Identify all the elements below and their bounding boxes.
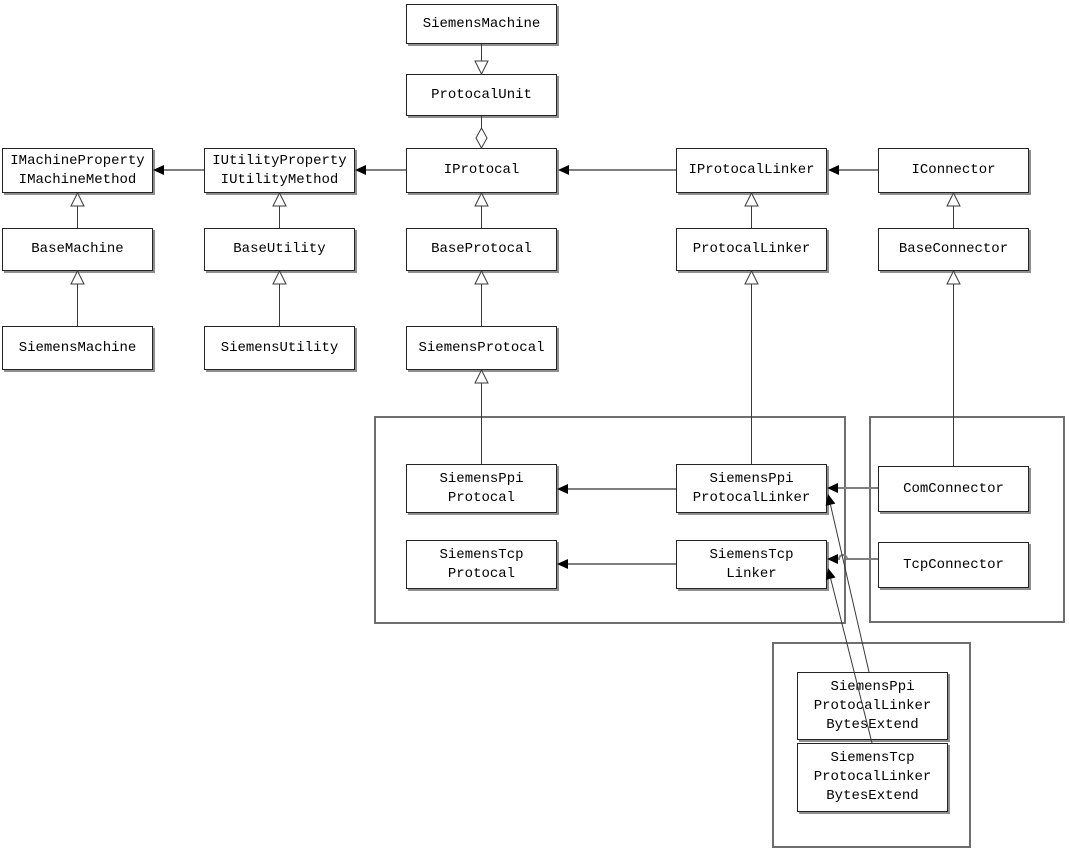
class-name-label: SiemensPpi ProtocalLinker	[692, 470, 811, 506]
class-box-i_utility: IUtilityProperty IUtilityMethod	[204, 148, 355, 193]
class-box-i_machine: IMachineProperty IMachineMethod	[2, 148, 153, 193]
class-name-label: BaseProtocal	[431, 241, 532, 257]
class-name-label: IUtilityProperty IUtilityMethod	[212, 152, 347, 188]
class-box-base_protocal: BaseProtocal	[406, 228, 557, 271]
class-name-label: SiemensUtility	[220, 339, 339, 356]
class-name-label: SiemensPpi ProtocalLinker BytesExtend	[813, 678, 932, 733]
class-name-label: ComConnector	[903, 480, 1004, 497]
class-name-label: SiemensTcp Protocal	[439, 546, 524, 582]
class-box-siemens_ppi_protocal_linker: SiemensPpi ProtocalLinker	[676, 464, 827, 513]
class-name-label: ProtocalLinker	[692, 241, 811, 257]
class-box-siemens_utility: SiemensUtility	[204, 326, 355, 370]
class-box-tcp_bytes_extend: SiemensTcp ProtocalLinker BytesExtend	[797, 743, 948, 812]
class-name-label: SiemensTcp ProtocalLinker BytesExtend	[813, 750, 932, 804]
class-name-label: IConnector	[911, 162, 996, 178]
class-box-siemens_protocal: SiemensProtocal	[406, 326, 557, 370]
class-name-label: SiemensPpi Protocal	[439, 470, 524, 506]
class-name-label: BaseMachine	[31, 241, 124, 257]
class-name-label: BaseUtility	[233, 241, 326, 257]
class-box-siemens_machine: SiemensMachine	[2, 326, 153, 370]
class-name-label: SiemensMachine	[18, 339, 137, 356]
class-box-protocal_unit: ProtocalUnit	[406, 74, 557, 116]
class-box-siemens_machine_top: SiemensMachine	[406, 4, 557, 44]
class-box-base_machine: BaseMachine	[2, 228, 153, 271]
class-box-tcp_connector: TcpConnector	[878, 542, 1029, 588]
class-box-ppi_bytes_extend: SiemensPpi ProtocalLinker BytesExtend	[797, 672, 948, 740]
class-name-label: BaseConnector	[898, 241, 1009, 257]
class-box-siemens_tcp_linker: SiemensTcp Linker	[676, 540, 827, 589]
class-name-label: IMachineProperty IMachineMethod	[10, 152, 145, 188]
class-box-siemens_tcp_protocal: SiemensTcp Protocal	[406, 540, 557, 589]
class-box-siemens_ppi_protocal: SiemensPpi Protocal	[406, 464, 557, 513]
class-name-label: IProtocalLinker	[688, 162, 815, 178]
class-box-i_protocal_linker: IProtocalLinker	[676, 148, 827, 193]
class-box-base_utility: BaseUtility	[204, 228, 355, 271]
class-name-label: SiemensProtocal	[418, 339, 545, 356]
class-box-base_connector: BaseConnector	[878, 228, 1029, 271]
class-name-label: TcpConnector	[903, 556, 1004, 573]
class-name-label: ProtocalUnit	[431, 86, 532, 103]
container-group_connector	[869, 416, 1065, 623]
class-box-protocal_linker: ProtocalLinker	[676, 228, 827, 271]
class-box-i_connector: IConnector	[878, 148, 1029, 193]
class-box-i_protocal: IProtocal	[406, 148, 557, 193]
class-name-label: SiemensMachine	[422, 15, 541, 32]
class-name-label: IProtocal	[443, 162, 520, 178]
class-box-com_connector: ComConnector	[878, 466, 1029, 512]
class-name-label: SiemensTcp Linker	[709, 546, 794, 582]
